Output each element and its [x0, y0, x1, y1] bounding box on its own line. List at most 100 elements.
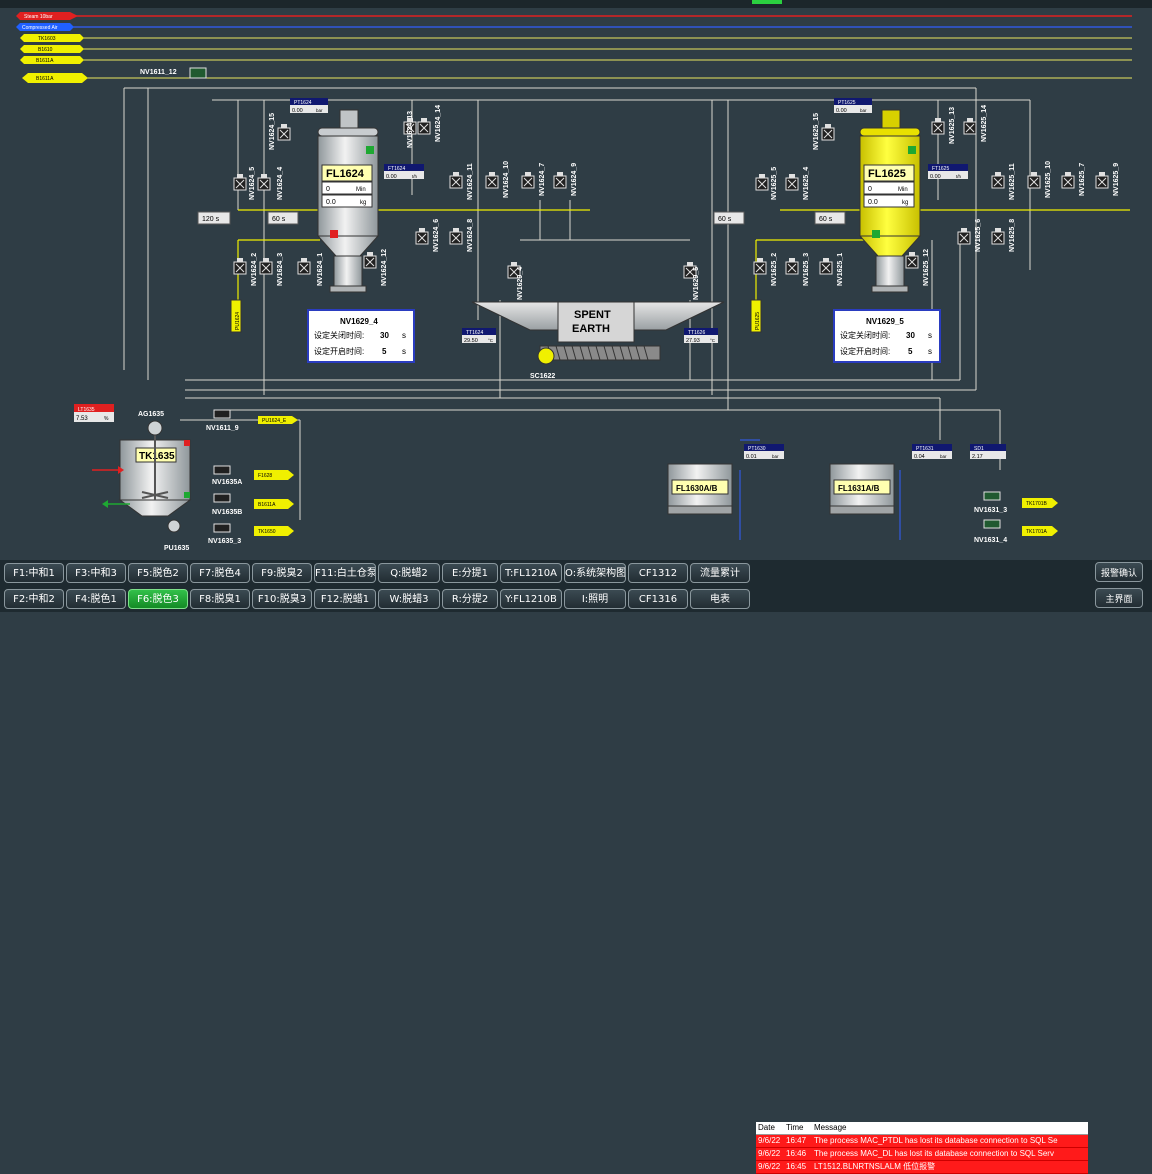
nv1625-11-valve[interactable]	[991, 171, 1005, 189]
fkey-f9-button[interactable]: F9:脱臭2	[252, 563, 312, 583]
nv1631-3-valve[interactable]: NV1631_3	[974, 491, 1007, 514]
fkey-w-button[interactable]: W:脱蜡3	[378, 589, 440, 609]
fkey-f5-button[interactable]: F5:脱色2	[128, 563, 188, 583]
fl1625-filter[interactable]: FL1625 0 Min 0.0 kg	[858, 109, 922, 293]
alarm-row[interactable]: 9/6/22 16:47 The process MAC_PTDL has lo…	[756, 1135, 1088, 1148]
nv1635-3-valve[interactable]: NV1635_3	[208, 523, 241, 545]
ft1624-tag[interactable]: FT1624 0.00 t/h	[384, 164, 424, 180]
nv1611-12-valve[interactable]	[189, 67, 207, 79]
fkey-cf1316-button[interactable]: CF1316	[628, 589, 688, 609]
nv1625-8-valve[interactable]	[991, 227, 1005, 245]
fkey-q-button[interactable]: Q:脱蜡2	[378, 563, 440, 583]
timer-60s-c[interactable]: 60 s	[814, 211, 846, 225]
fkey-o-button[interactable]: O:系统架构图	[564, 563, 626, 583]
nv1625-6-valve[interactable]	[957, 227, 971, 245]
pt1625-tag[interactable]: PT1625 0.00 bar	[834, 98, 872, 114]
nv1629-4-panel[interactable]: NV1629_4 设定关闭时间: 30 s 设定开启时间: 5 s	[307, 309, 415, 363]
nv1625-9-valve[interactable]	[1095, 171, 1109, 189]
nv1629-5-panel[interactable]: NV1629_5 设定关闭时间: 30 s 设定开启时间: 5 s	[833, 309, 941, 363]
lt1635-tag[interactable]: LT1635 7.53 %	[74, 404, 114, 422]
fkey-f4-button[interactable]: F4:脱色1	[66, 589, 126, 609]
pt1624-tag[interactable]: PT1624 0.00 bar	[290, 98, 328, 114]
alarm-row[interactable]: 9/6/22 16:46 The process MAC_DL has lost…	[756, 1148, 1088, 1161]
fkey-f3-button[interactable]: F3:中和3	[66, 563, 126, 583]
nv1624-10-valve[interactable]	[485, 171, 499, 189]
fl1624-filter[interactable]: FL1624 0 Min 0.0 kg	[316, 109, 380, 293]
nv1624-3-valve[interactable]	[259, 257, 273, 275]
sd1-tag[interactable]: SD1 2.17	[970, 444, 1006, 460]
tt1624-tag[interactable]: TT1624 29.50 °C	[462, 328, 496, 344]
fkey-i-button[interactable]: I:照明	[564, 589, 626, 609]
pu1635-pump[interactable]: PU1635	[164, 519, 189, 552]
nv1624-1-valve[interactable]	[297, 257, 311, 275]
fkey-f1-button[interactable]: F1:中和1	[4, 563, 64, 583]
pt1630-tag[interactable]: PT1630 0.01 bar	[744, 444, 784, 460]
nv1631-4-valve[interactable]: NV1631_4	[974, 519, 1007, 544]
nv1624-8-valve[interactable]	[449, 227, 463, 245]
fkey-电表-button[interactable]: 电表	[690, 589, 750, 609]
fkey-流量累计-button[interactable]: 流量累计	[690, 563, 750, 583]
alarm-row[interactable]: 9/6/22 16:45 LT1512.BLNRTNSLALM 低位报警	[756, 1161, 1088, 1174]
nv1624-5-valve[interactable]	[233, 173, 247, 191]
nv1625-14-valve[interactable]	[963, 117, 977, 135]
fkey-f2-button[interactable]: F2:中和2	[4, 589, 64, 609]
nv1625-12-valve[interactable]	[905, 251, 919, 269]
fkey-r-button[interactable]: R:分提2	[442, 589, 498, 609]
nv1625-1-valve[interactable]	[819, 257, 833, 275]
nv1625-7-valve[interactable]	[1061, 171, 1075, 189]
alarm-ack-button[interactable]: 报警确认	[1095, 562, 1143, 582]
fkey-f6-button[interactable]: F6:脱色3	[128, 589, 188, 609]
f1628-outlet[interactable]: F1628	[254, 470, 294, 480]
pu1624e-outlet[interactable]: PU1624_E	[258, 416, 298, 424]
nv1624-4-valve[interactable]	[257, 173, 271, 191]
fl1630-filter[interactable]: FL1630A/B	[667, 463, 733, 515]
tk1650-outlet[interactable]: TK1650	[254, 526, 294, 536]
fkey-cf1312-button[interactable]: CF1312	[628, 563, 688, 583]
nv1625-4-valve[interactable]	[785, 173, 799, 191]
spent-earth-hopper[interactable]: SPENT EARTH	[471, 301, 725, 361]
fkey-f7-button[interactable]: F7:脱色4	[190, 563, 250, 583]
timer-120s[interactable]: 120 s	[197, 211, 231, 225]
pu1624-pump[interactable]: PU1624	[230, 299, 242, 333]
nv1625-15-valve[interactable]	[821, 123, 835, 141]
nv1624-15-valve[interactable]	[277, 123, 291, 141]
tk1701b-outlet[interactable]: TK1701B	[1022, 498, 1058, 508]
ag1635-agitator[interactable]: AG1635	[138, 411, 164, 436]
timer-60s-b[interactable]: 60 s	[713, 211, 745, 225]
nv1625-5-valve[interactable]	[755, 173, 769, 191]
timer-60s-a[interactable]: 60 s	[267, 211, 299, 225]
tk1635-tank[interactable]: TK1635	[118, 430, 192, 517]
nv1624-11-valve[interactable]	[449, 171, 463, 189]
ft1625-tag[interactable]: FT1625 0.00 t/h	[928, 164, 968, 180]
nv1624-6-valve[interactable]	[415, 227, 429, 245]
pu1625-pump[interactable]: PU1625	[750, 299, 762, 333]
main-screen-button[interactable]: 主界面	[1095, 588, 1143, 608]
nv1629-5-valve[interactable]: NV1629_5	[683, 261, 700, 300]
tt1626-tag[interactable]: TT1626 27.93 °C	[684, 328, 718, 344]
nv1624-9-valve[interactable]	[553, 171, 567, 189]
fkey-y-button[interactable]: Y:FL1210B	[500, 589, 562, 609]
fkey-f12-button[interactable]: F12:脱蜡1	[314, 589, 376, 609]
nv1624-12-valve[interactable]	[363, 251, 377, 269]
b1611a-outlet[interactable]: B1611A	[254, 499, 294, 509]
nv1624-2-valve[interactable]	[233, 257, 247, 275]
nv1625-3-valve[interactable]	[785, 257, 799, 275]
nv1629-4-valve[interactable]: NV1629_4	[507, 261, 524, 300]
nv1624-7-valve[interactable]	[521, 171, 535, 189]
sc1622-motor[interactable]: SC1622	[530, 347, 555, 380]
alarm-list[interactable]: Date Time Message 9/6/22 16:47 The proce…	[756, 1122, 1088, 1174]
nv1624-14-valve[interactable]	[417, 117, 431, 135]
svg-text:7.53: 7.53	[76, 416, 88, 422]
fkey-e-button[interactable]: E:分提1	[442, 563, 498, 583]
nv1635a-valve[interactable]: NV1635A	[212, 465, 242, 486]
tk1701a-outlet[interactable]: TK1701A	[1022, 526, 1058, 536]
fkey-t-button[interactable]: T:FL1210A	[500, 563, 562, 583]
nv1625-13-valve[interactable]	[931, 117, 945, 135]
fkey-f8-button[interactable]: F8:脱臭1	[190, 589, 250, 609]
nv1611-9-valve[interactable]: NV1611_9	[206, 409, 239, 432]
pt1631-tag[interactable]: PT1631 0.04 bar	[912, 444, 952, 460]
nv1635b-valve[interactable]: NV1635B	[212, 493, 242, 516]
fkey-f10-button[interactable]: F10:脱臭3	[252, 589, 312, 609]
fl1631-filter[interactable]: FL1631A/B	[829, 463, 895, 515]
fkey-f11-button[interactable]: F11:白土仓泵	[314, 563, 376, 583]
